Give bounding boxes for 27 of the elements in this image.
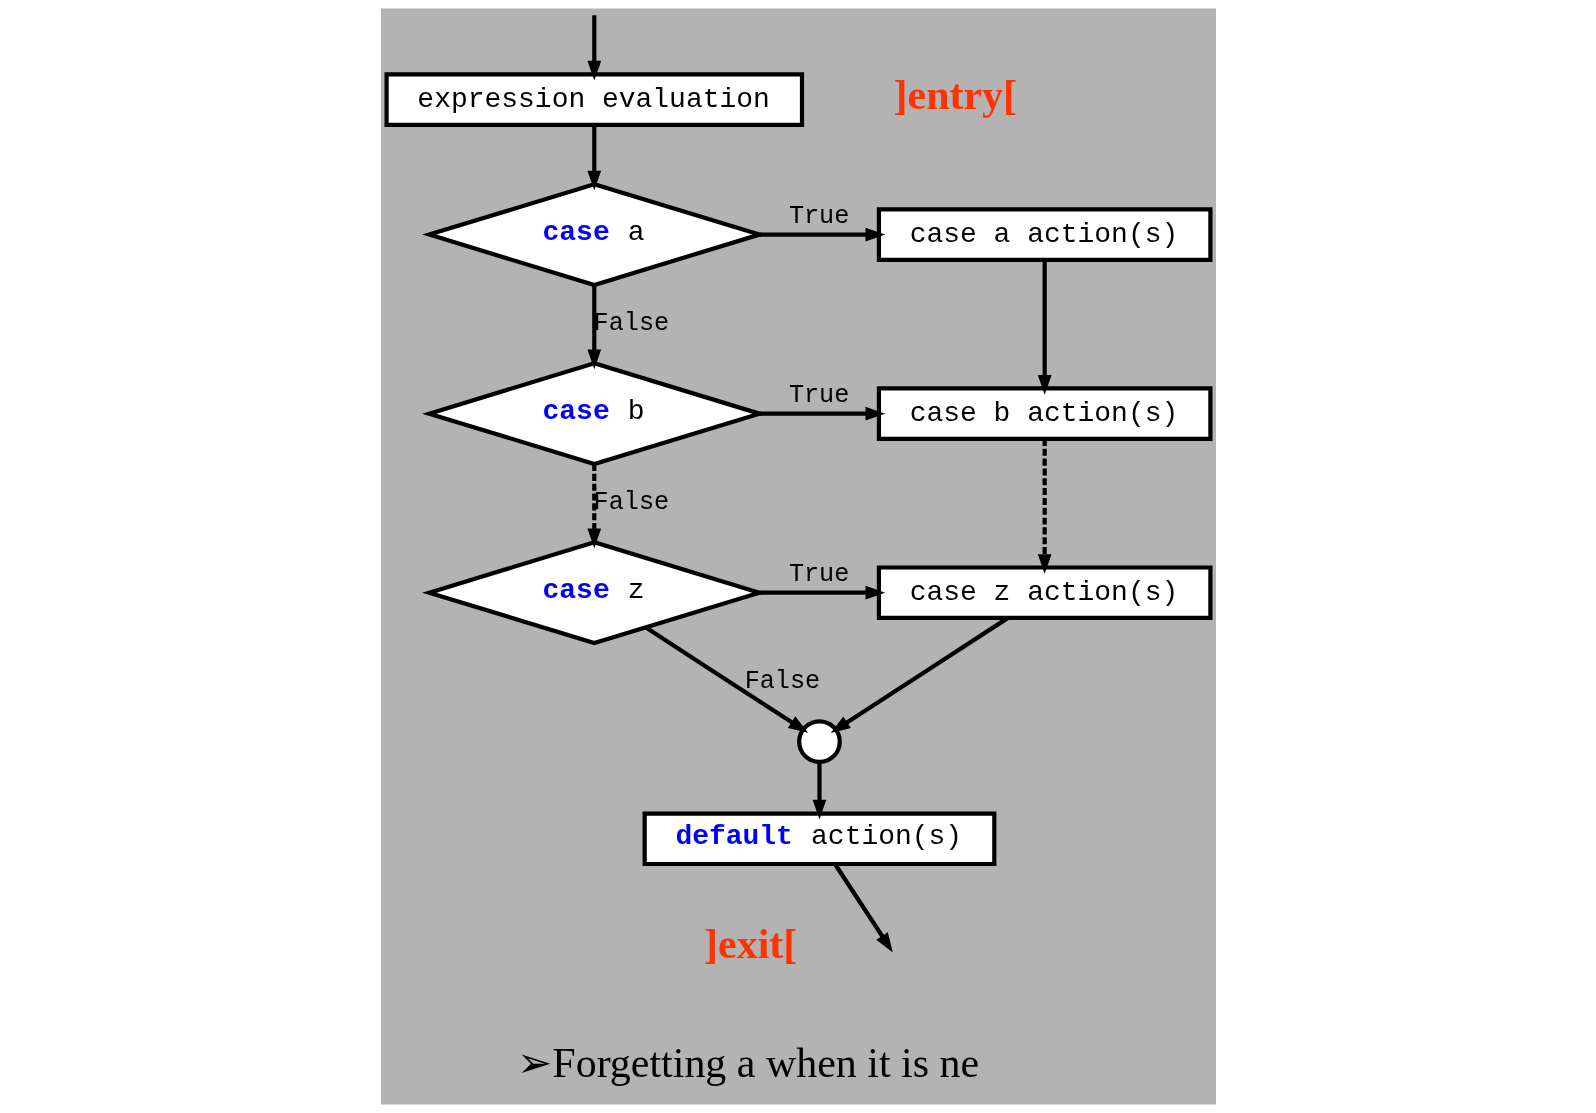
node-box: expression evaluation bbox=[384, 72, 804, 127]
arrow bbox=[586, 125, 601, 191]
arrow bbox=[833, 863, 893, 953]
label: ➢Forgetting a when it is ne bbox=[516, 1039, 979, 1086]
node-box: case a action(s) bbox=[876, 207, 1212, 262]
edge-label: False bbox=[744, 667, 820, 697]
arrow bbox=[758, 227, 885, 242]
arrow bbox=[644, 625, 808, 733]
edge-label: False bbox=[593, 488, 669, 518]
arrow bbox=[812, 762, 826, 820]
edge-label: True bbox=[788, 201, 849, 231]
arrow bbox=[1037, 439, 1052, 574]
edge-label: False bbox=[593, 309, 669, 339]
node-box: default action(s) bbox=[642, 811, 996, 867]
arrow bbox=[758, 585, 885, 600]
arrow bbox=[586, 464, 601, 549]
edge-label: True bbox=[788, 380, 849, 410]
node-box: case b action(s) bbox=[876, 386, 1212, 441]
edge-label: True bbox=[788, 559, 849, 589]
arrow bbox=[758, 406, 885, 421]
arrow bbox=[586, 285, 601, 370]
label: ]entry[ bbox=[893, 71, 1017, 118]
label: ]exit[ bbox=[703, 920, 797, 967]
arrow bbox=[586, 15, 601, 81]
arrow bbox=[1037, 260, 1052, 395]
node-box: case z action(s) bbox=[876, 565, 1212, 620]
node-circle bbox=[796, 719, 842, 764]
